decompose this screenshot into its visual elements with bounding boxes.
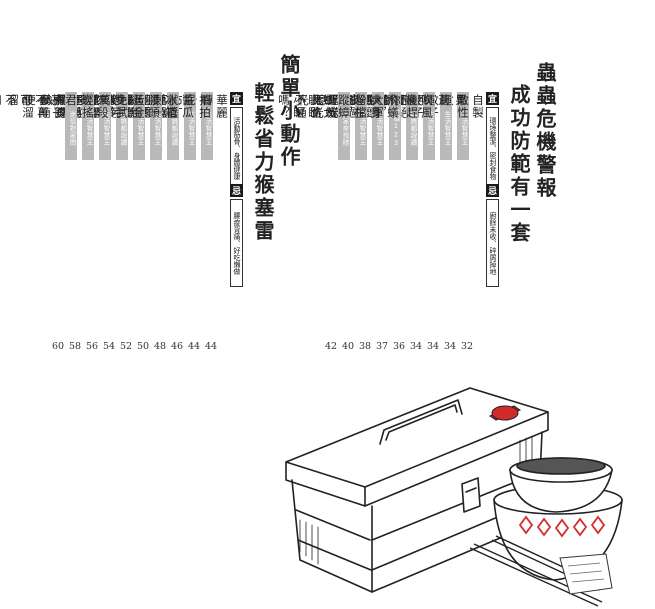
left-title-line1: 簡單小動作 [277,54,301,169]
page-number: 44 [188,341,201,352]
right-title-line1: 蟲蟲危機警報 [533,62,557,200]
entry-label: 大家來找碴 [338,92,350,160]
entry-label: 生活智慧王 [184,92,196,160]
page-number: 32 [461,341,474,352]
entry-label: 媽媽都說讚 [406,92,418,160]
page-number: 37 [376,341,389,352]
entry-label: 生活智慧王 [423,92,435,160]
ji-badge: 忌 [230,184,243,197]
ji-text: 腰痠背痛、好吃懶做 [230,199,243,287]
ji-badge: 忌 [486,184,499,197]
page-number: 56 [86,341,99,352]
left-title-line2: 輕鬆省力猴塞雷 [251,82,275,243]
page-number: 34 [427,341,440,352]
entry-label: 步驟123 [389,92,401,160]
page-number: 34 [444,341,457,352]
page-number: 38 [359,341,372,352]
page-number: 60 [52,341,65,352]
page-number: 48 [154,341,167,352]
entry-label: 生活智慧王 [372,92,384,160]
page-number: 36 [393,341,406,352]
entry-text: 飲君子不可不知解酒事 [0,94,93,107]
entry-label: 生活智慧王 [150,92,162,160]
entry-label: 媽媽都說讚 [167,92,179,160]
entry-label: 生活智慧王 [82,92,94,160]
yi-badge: 宜 [486,92,499,105]
page-number: 40 [342,341,355,352]
page-number: 58 [69,341,82,352]
yi-badge: 宜 [230,92,243,105]
entry-label: 生活智慧王 [440,92,452,160]
page-number: 42 [325,341,338,352]
entry-label: 媽媽都說讚 [116,92,128,160]
page-number: 52 [120,341,133,352]
page-number: 54 [103,341,116,352]
ji-text: 廚餘未收、碎屑掉地 [486,199,499,287]
right-title-line2: 成功防範有一套 [507,84,531,245]
entry-label: 生活智慧王 [133,92,145,160]
entry-label: 生活智慧王 [457,92,469,160]
entry-label: 生活智慧王 [355,92,367,160]
entry-label: 迷信對家問 [65,92,77,160]
page-number: 44 [205,341,218,352]
page-number: 34 [410,341,423,352]
entry-label: 生活智慧王 [201,92,213,160]
entry-label: 生活智慧王 [99,92,111,160]
page-number: 50 [137,341,150,352]
entry-text: 遛在蹤蟑螂大眼瞪小眼嗎？ [277,94,366,119]
page-number: 46 [171,341,184,352]
